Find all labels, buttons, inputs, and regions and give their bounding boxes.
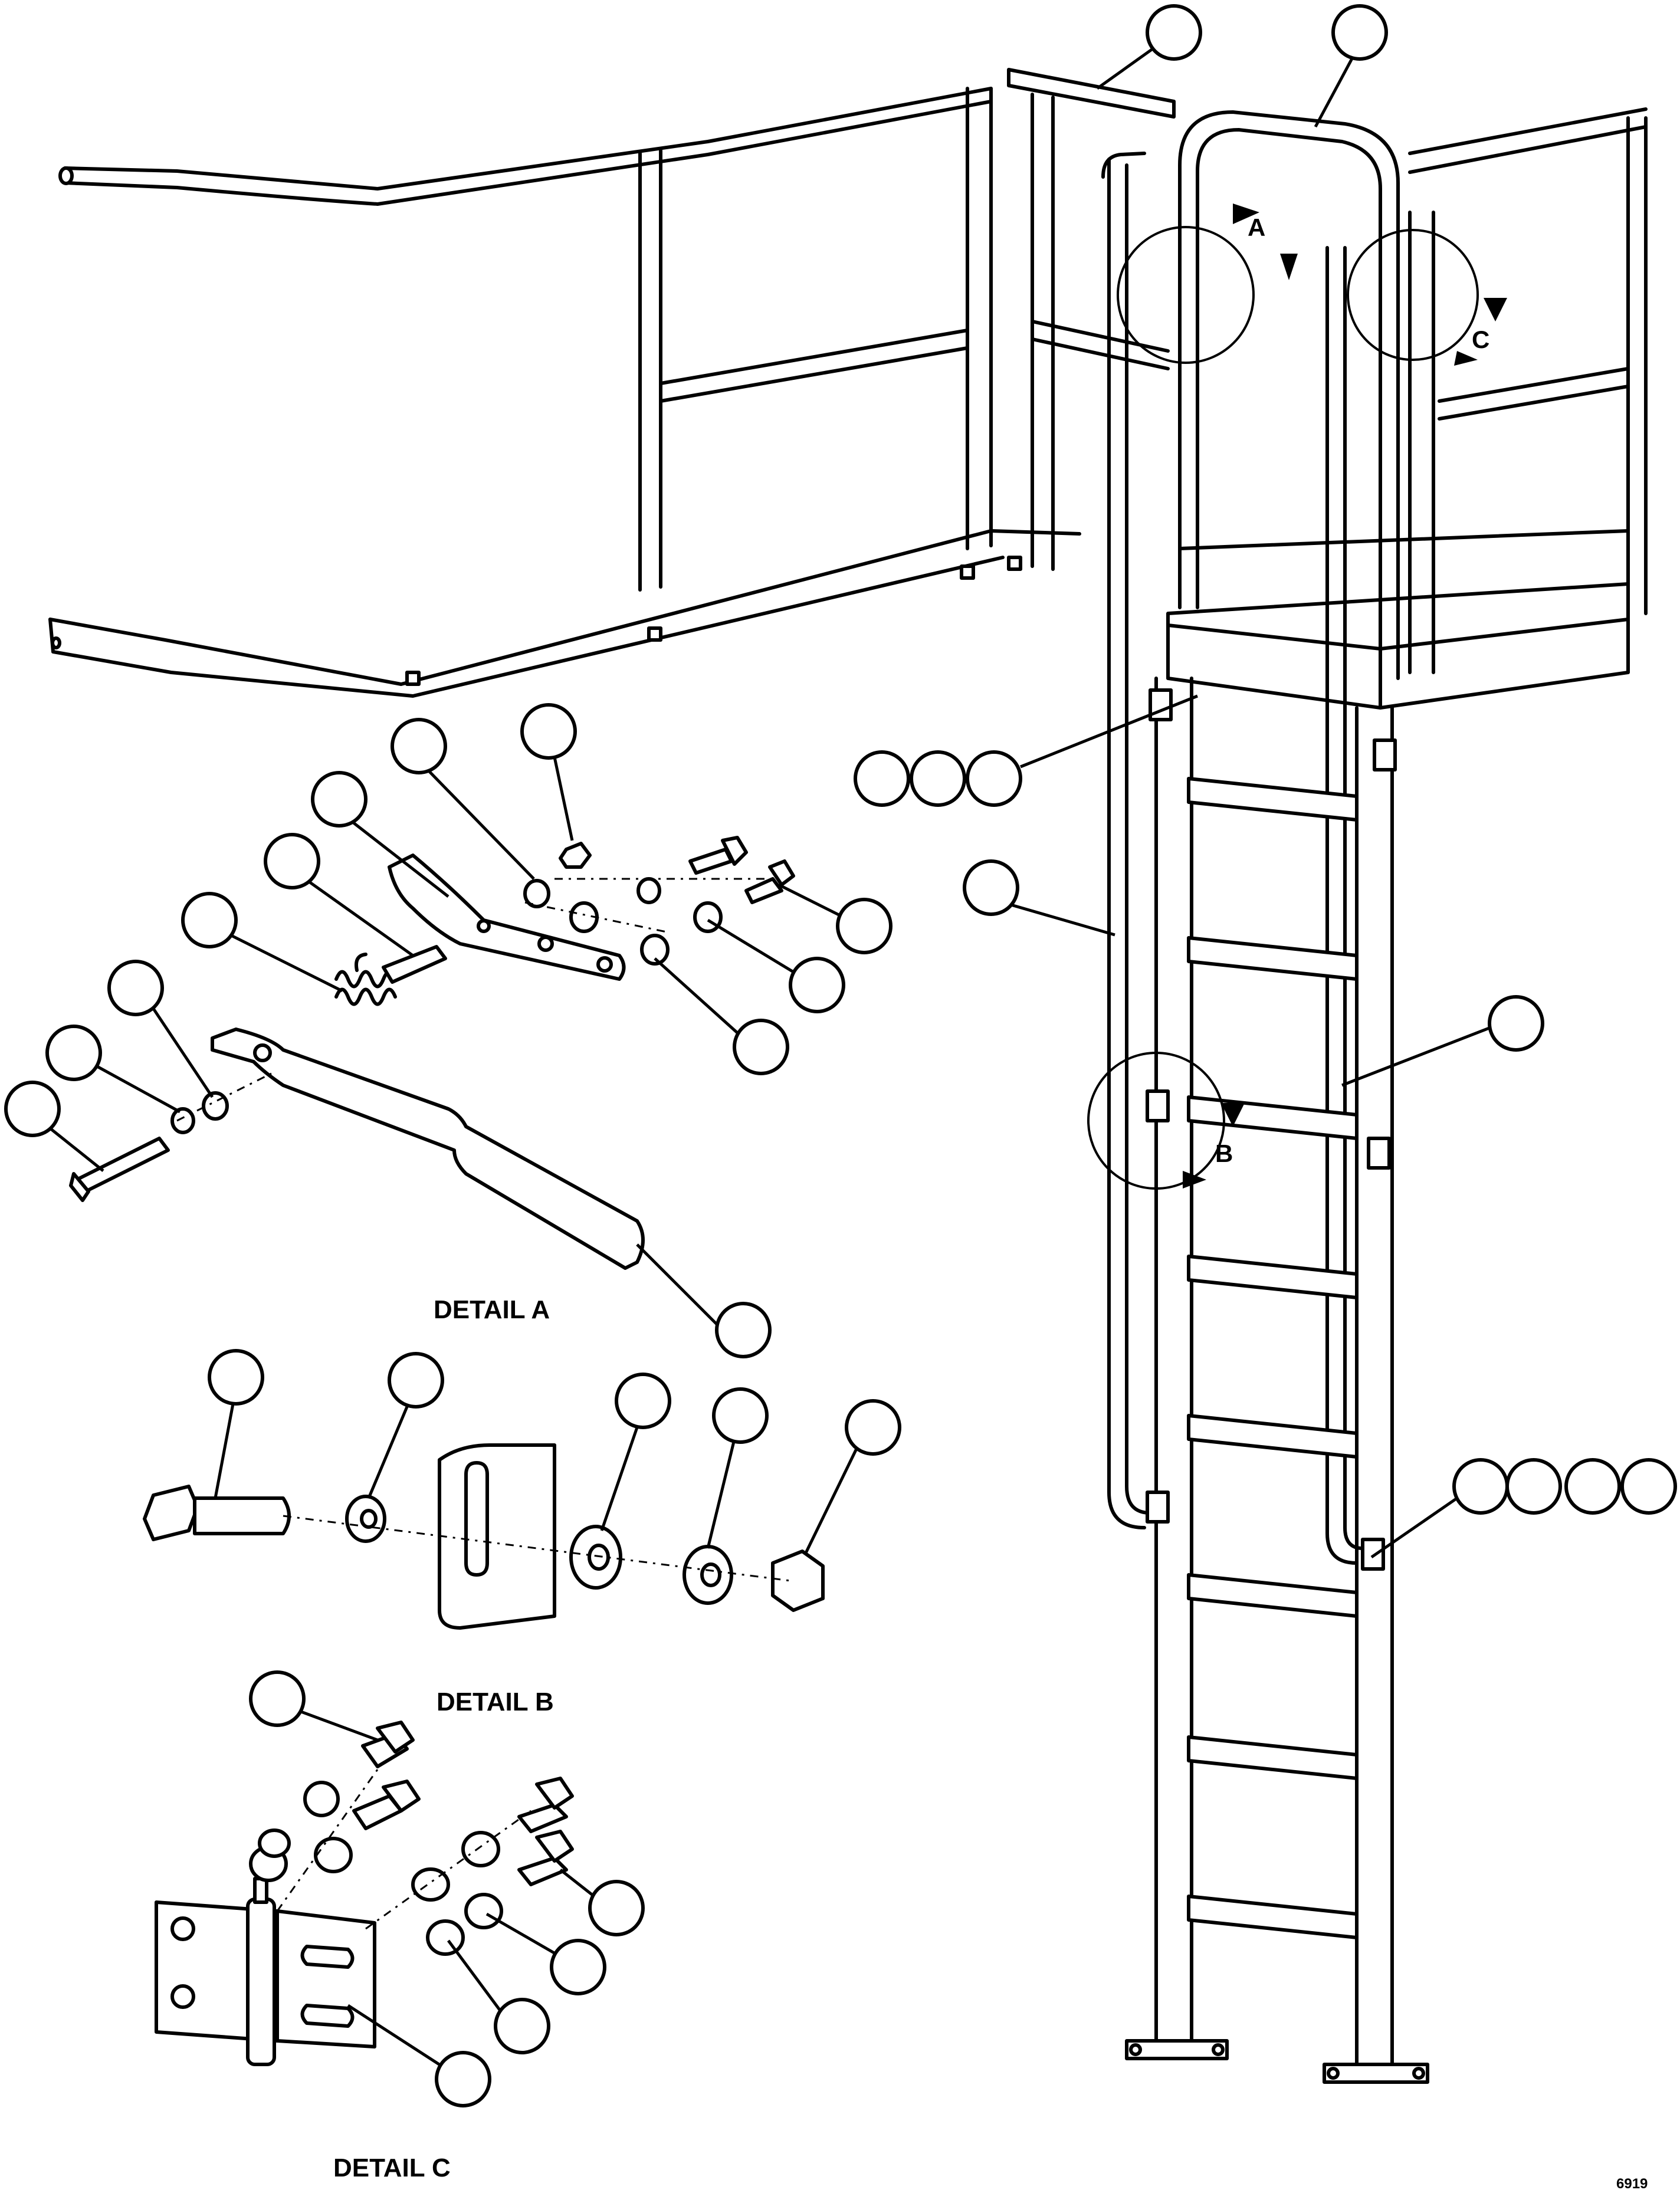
callout-bubble: [706, 1387, 769, 1549]
callout-bubble: [367, 1352, 444, 1499]
detail-marker-a: A: [1117, 203, 1298, 364]
callout-bubble: [107, 960, 214, 1098]
platform-guardrail: [48, 87, 1081, 698]
ladder-rung: [1187, 1895, 1359, 1939]
detail-marker-b: B: [1087, 1052, 1245, 1190]
ladder-rung: [1187, 1414, 1359, 1459]
ladder-rung: [1187, 936, 1359, 981]
callout-bubble: [1341, 995, 1544, 1087]
callout-bubble: [803, 1399, 901, 1555]
callout-bubble: [963, 859, 1115, 937]
callout-bubble: [485, 1912, 606, 1995]
callout-bubble: [1314, 4, 1388, 128]
callout-bubble: [600, 1373, 671, 1531]
ladder-rung: [1187, 1735, 1359, 1780]
callout-bubble: [347, 2004, 491, 2107]
ladder-rung: [1187, 1573, 1359, 1618]
callout-bubble: [4, 1081, 104, 1172]
callout-bubble: [707, 918, 845, 1013]
callouts: [4, 4, 1677, 2107]
figure-id: 6919: [1616, 2176, 1648, 2192]
ladder: [1101, 152, 1630, 2084]
callout-bubble: [654, 957, 789, 1075]
ladder-rung: [1187, 777, 1359, 822]
marker-b-label: B: [1215, 1140, 1233, 1167]
callout-bubble: [208, 1349, 264, 1499]
detail-a-label: DETAIL A: [434, 1295, 550, 1324]
callout-bubble: [447, 1939, 550, 2054]
callout-bubble: [249, 1670, 378, 1742]
callout-bubble: [854, 694, 1198, 807]
ladder-rung: [1187, 1255, 1359, 1299]
callout-bubble: [45, 1025, 181, 1114]
detail-c-parts: [155, 1721, 574, 2066]
callout-bubble: [1096, 4, 1202, 90]
detail-marker-c: C: [1347, 229, 1507, 366]
callout-bubble: [520, 703, 577, 841]
callout-bubble: [777, 883, 892, 954]
detail-b-parts: [143, 1443, 825, 1630]
callout-bubble: [264, 833, 414, 957]
callout-bubble: [1370, 1458, 1677, 1559]
marker-a-label: A: [1248, 214, 1265, 241]
detail-b-label: DETAIL B: [437, 1688, 554, 1716]
callout-bubble: [391, 718, 535, 880]
detail-c-label: DETAIL C: [333, 2153, 451, 2182]
marker-c-label: C: [1472, 326, 1489, 353]
ladder-rung: [1187, 1095, 1359, 1140]
callout-bubble: [311, 771, 449, 898]
callout-bubble: [636, 1243, 772, 1358]
callout-bubble: [181, 892, 343, 993]
detail-a-parts: [69, 836, 795, 1270]
callout-bubble: [559, 1869, 645, 1936]
ladder-rungs: [1187, 777, 1359, 1939]
